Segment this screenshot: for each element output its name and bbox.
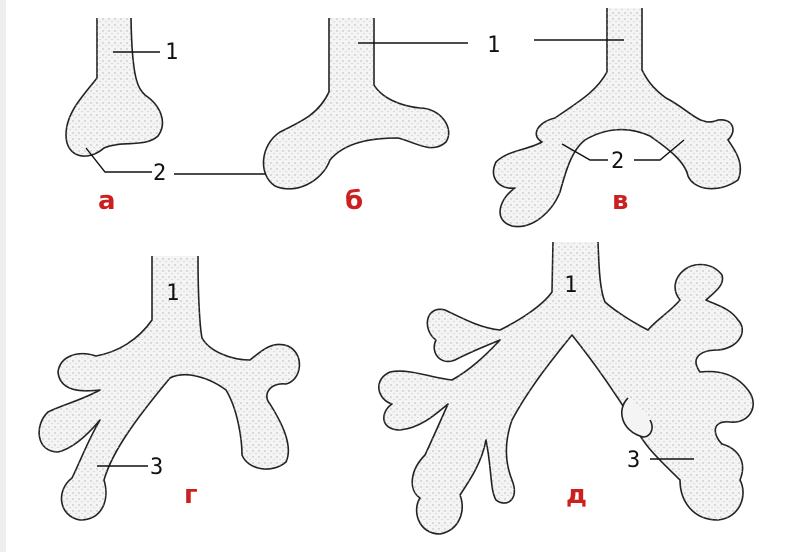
shared-label-2: 2 — [153, 161, 166, 186]
stage-v-label-2: 2 — [611, 149, 624, 174]
stage-letter-b: б — [345, 186, 363, 216]
stage-letter-v: в — [612, 186, 628, 216]
stage-letter-a: а — [98, 186, 116, 216]
stage-d-label-1: 1 — [564, 273, 577, 298]
stage-a-organ — [66, 18, 162, 156]
stage-letter-g: г — [184, 480, 198, 510]
stage-a-label-1: 1 — [165, 40, 178, 65]
stage-d-label-3: 3 — [627, 448, 640, 473]
stage-g-label-3: 3 — [150, 455, 163, 480]
stage-letter-d: д — [566, 480, 587, 510]
stage-g-label-1: 1 — [166, 281, 179, 306]
stage-bv-label-1: 1 — [487, 33, 500, 58]
